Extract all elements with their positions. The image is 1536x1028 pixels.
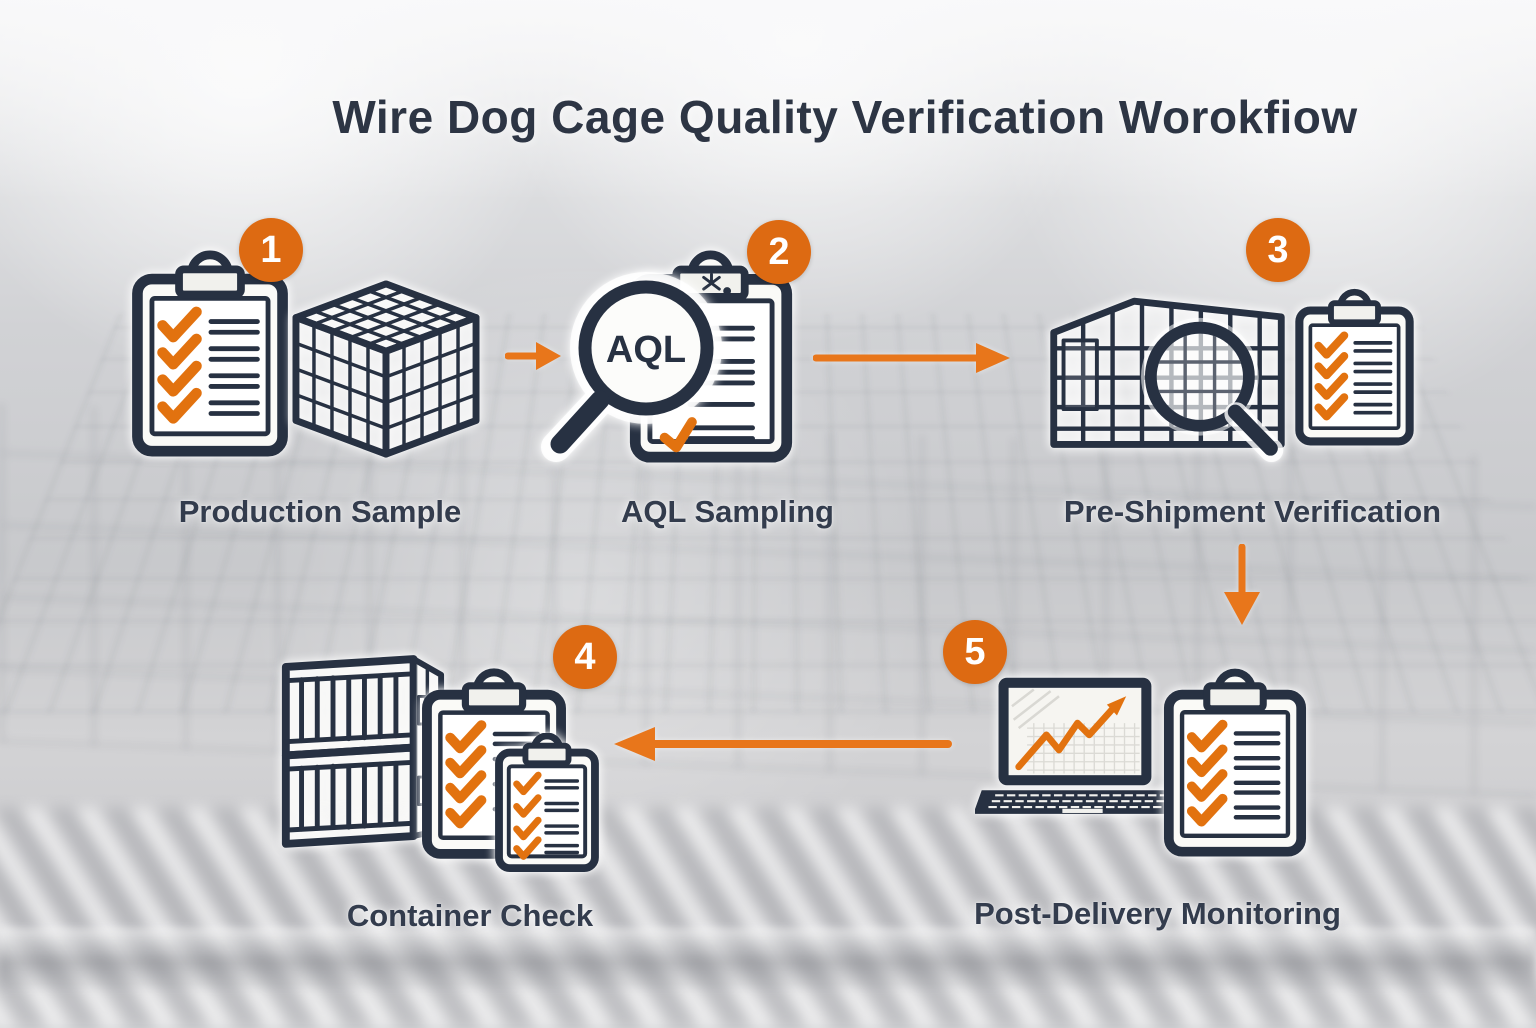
- checkmarks: [1314, 331, 1349, 421]
- screen-hatch: [1011, 688, 1060, 730]
- step-number: 5: [964, 630, 986, 673]
- step-number: 4: [574, 635, 596, 678]
- step-label: Container Check: [346, 898, 594, 933]
- lens-grid: [1157, 333, 1243, 420]
- list-lines: [1233, 731, 1281, 820]
- cage-door: [1061, 338, 1099, 412]
- step-label: Post-Delivery Monitoring: [974, 896, 1341, 931]
- step-number-badge: 2: [747, 220, 811, 284]
- checkmarks: [1186, 719, 1228, 827]
- checkmarks: [157, 306, 202, 424]
- small-clipboard-icon: [495, 733, 599, 873]
- cage-top-grid: [312, 288, 460, 347]
- step-number: 3: [1267, 228, 1289, 271]
- keyboard-keys: [988, 794, 1172, 809]
- laptop-trend-chart-icon: [975, 677, 1185, 814]
- checkmarks: [513, 771, 542, 860]
- checklist-clipboard-icon: [1163, 668, 1307, 857]
- touchpad: [1062, 808, 1103, 813]
- background-dark-band: [0, 928, 1536, 990]
- step-number: 2: [768, 230, 790, 273]
- arrow-right-icon: [813, 343, 1010, 373]
- background-top-fade: [0, 0, 1536, 200]
- wire-cage-inspection-icon: [1050, 297, 1285, 463]
- trend-arrowhead: [1106, 696, 1127, 716]
- wire-cage-cube-icon: [292, 280, 480, 458]
- step-label: AQL Sampling: [620, 494, 834, 529]
- step-label: Production Sample: [178, 494, 462, 529]
- checklist-clipboard-icon: [1295, 288, 1414, 446]
- cage-right-grid: [384, 322, 478, 450]
- arrow-left-icon: [614, 727, 952, 761]
- checklist-clipboard-icon: [132, 250, 288, 457]
- list-lines: [544, 779, 580, 855]
- step-number-badge: 4: [553, 625, 617, 689]
- step-number: 1: [260, 228, 282, 271]
- checkmarks: [445, 720, 487, 829]
- trend-line: [1015, 706, 1116, 771]
- step-label: Pre-Shipment Verification: [1063, 494, 1442, 529]
- list-lines: [1353, 341, 1393, 415]
- list-lines: [208, 319, 260, 416]
- aql-magnifier-icon: AQL: [541, 272, 722, 462]
- step-number-badge: 3: [1246, 218, 1310, 282]
- container-slats-top: [299, 672, 399, 744]
- arrow-right-icon: [505, 342, 561, 370]
- container-slats-bottom: [299, 760, 399, 832]
- arrow-down-icon: [1224, 544, 1260, 625]
- step-number-badge: 1: [239, 218, 303, 282]
- clip-doodle: [702, 272, 732, 295]
- aql-text: AQL: [606, 329, 686, 371]
- checkmark: [659, 417, 697, 453]
- step-number-badge: 5: [943, 620, 1007, 684]
- cage-left-grid: [294, 322, 388, 450]
- diagram-title: Wire Dog Cage Quality Verification Worok…: [332, 91, 1358, 143]
